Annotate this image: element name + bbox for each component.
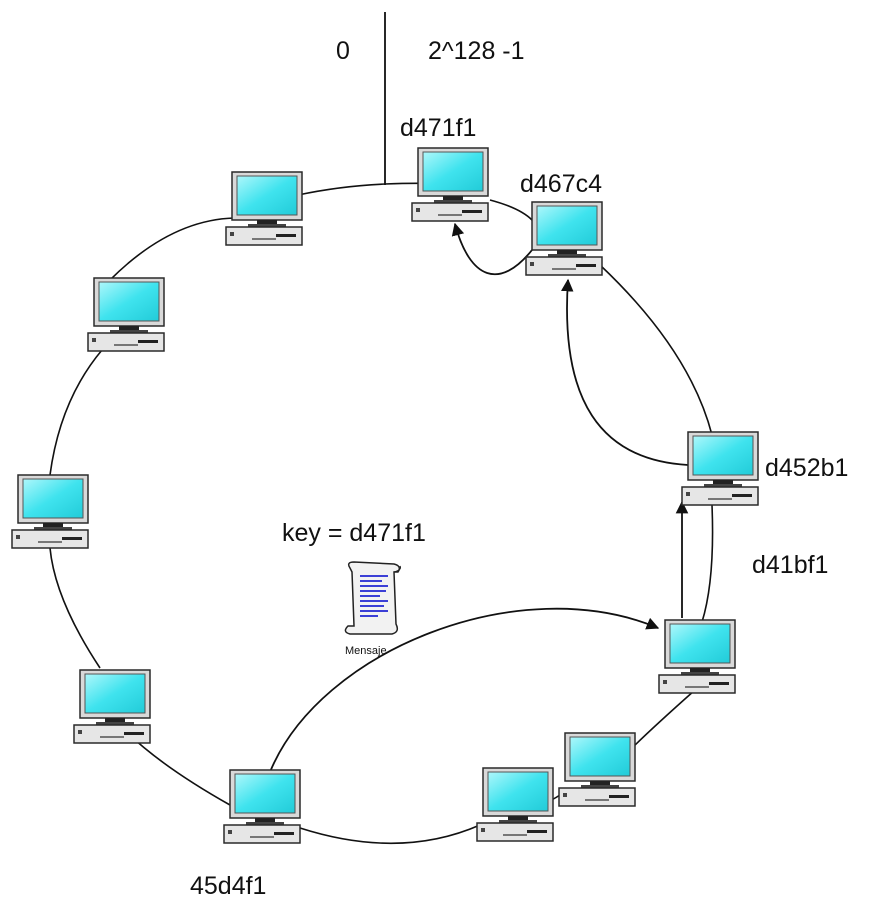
node-label-d471f1: d471f1	[400, 114, 476, 142]
computer-icon	[476, 767, 554, 842]
computer-icon	[658, 619, 736, 694]
computer-icon	[558, 732, 636, 807]
computer-icon	[87, 277, 165, 352]
computer-icon	[11, 474, 89, 549]
node-label-d41bf1: d41bf1	[752, 551, 828, 579]
computer-icon	[73, 669, 151, 744]
node-label-d452b1: d452b1	[765, 454, 848, 482]
ring-end-label: 2^128 -1	[428, 37, 525, 65]
key-label: key = d471f1	[282, 519, 426, 547]
ring-start-label: 0	[336, 37, 350, 65]
arrow-d467c4-to-d471f1	[451, 222, 533, 276]
message-caption: Mensaje	[345, 645, 387, 657]
node-label-d467c4: d467c4	[520, 170, 602, 198]
ring	[49, 182, 714, 845]
computer-icon	[681, 431, 759, 506]
routing-arrows	[269, 222, 689, 773]
node-label-45d4f1: 45d4f1	[190, 872, 266, 900]
computer-icon	[525, 201, 603, 276]
arrow-d452b1-to-d467c4	[560, 278, 689, 466]
computer-icon	[411, 147, 489, 222]
computer-icon	[225, 171, 303, 246]
arrow-45d4f1-to-d41bf1	[269, 607, 660, 773]
message-scroll-icon	[344, 561, 401, 635]
computer-icon	[223, 769, 301, 844]
